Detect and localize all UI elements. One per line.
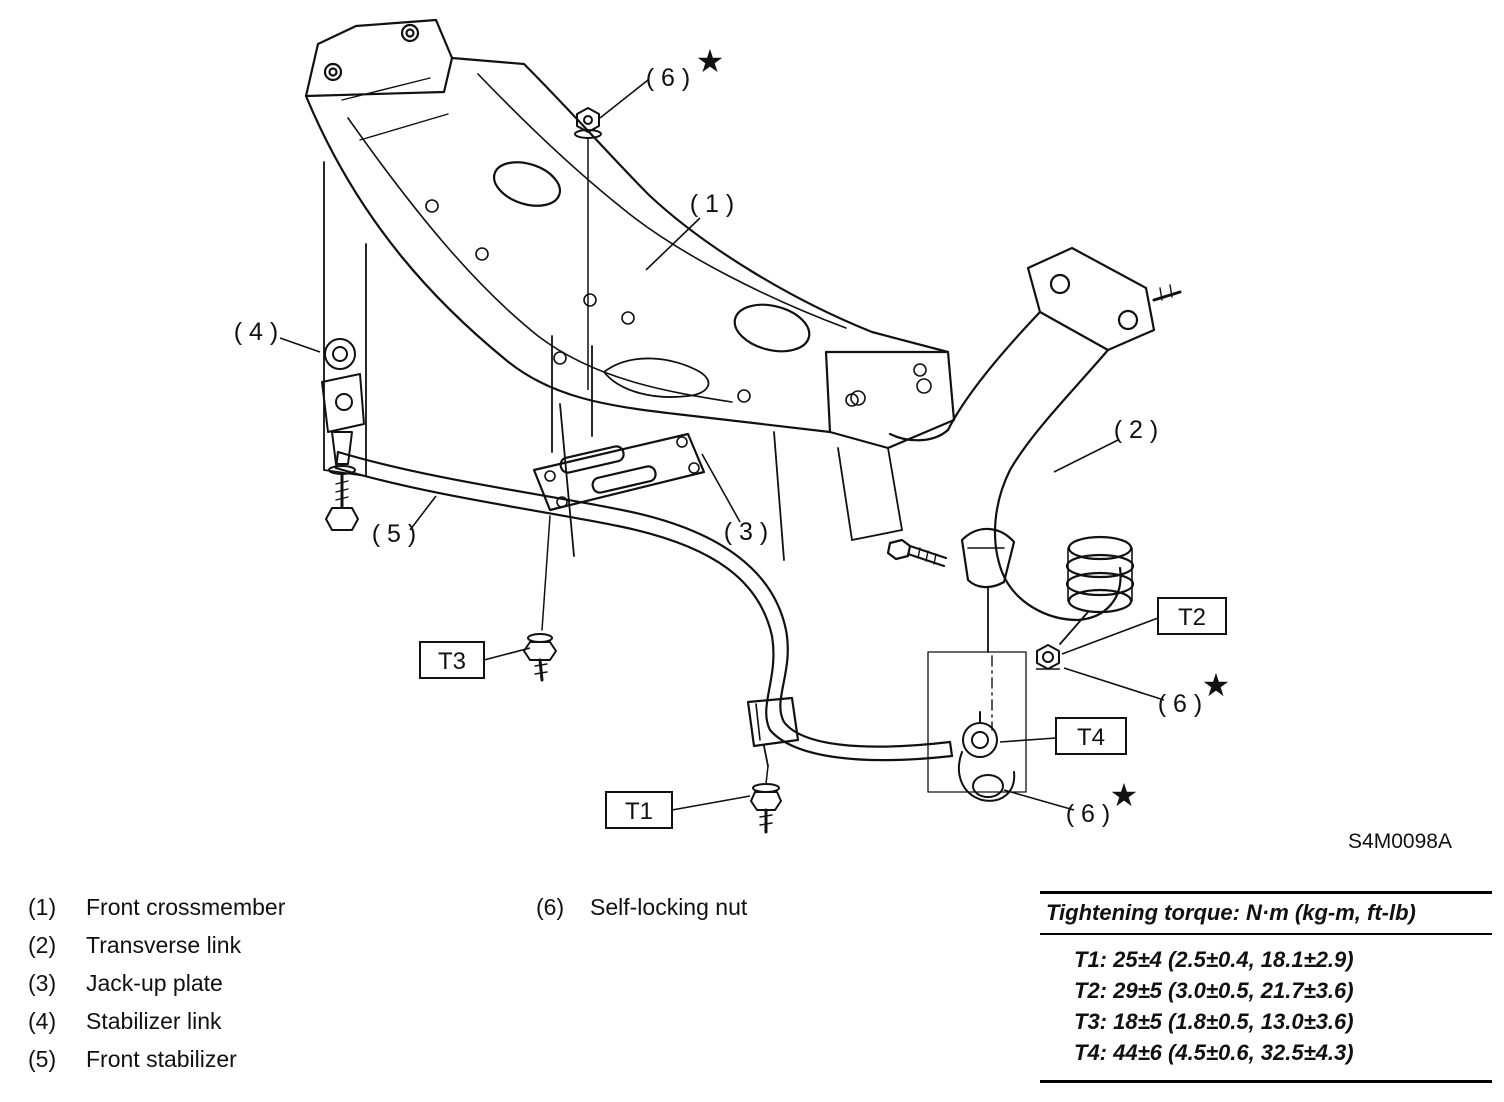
callout-5: ( 5 ) xyxy=(372,520,416,548)
figure-part-code: S4M0098A xyxy=(1348,830,1452,853)
front-crossmember-drawing xyxy=(304,18,956,561)
torque-table-rows: T1: 25±4 (2.5±0.4, 18.1±2.9) T2: 29±5 (3… xyxy=(1040,935,1492,1080)
self-locking-nut-drawing xyxy=(574,107,602,390)
callout-6-bottom: ( 6 ) xyxy=(1066,800,1110,828)
legend-item-label: Stabilizer link xyxy=(86,1008,222,1034)
legend-item: (6) Self-locking nut xyxy=(536,894,747,921)
legend-item-label: Transverse link xyxy=(86,932,242,958)
torque-tag-labels: T3 T2 T4 T1 xyxy=(438,604,1206,825)
transverse-link-drawing xyxy=(886,246,1182,653)
nut-t2-drawing xyxy=(1036,644,1060,670)
legend-item: (3) Jack-up plate xyxy=(28,970,285,997)
bolt-t1-drawing xyxy=(750,765,782,834)
callout-1: ( 1 ) xyxy=(690,190,734,218)
legend-item: (1) Front crossmember xyxy=(28,894,285,921)
torque-table-title: Tightening torque: N·m (kg-m, ft-lb) xyxy=(1040,894,1492,935)
star-icon: ★ xyxy=(1202,667,1231,703)
torque-tag-t3: T3 xyxy=(438,648,466,675)
star-icon: ★ xyxy=(696,43,725,79)
star-icon: ★ xyxy=(1110,777,1139,813)
torque-row-t4: T4: 44±6 (4.5±0.6, 32.5±4.3) xyxy=(1074,1040,1354,1065)
legend-item-number: (4) xyxy=(28,1008,57,1034)
torque-tag-t2: T2 xyxy=(1178,604,1206,631)
legend-item-label: Front crossmember xyxy=(86,894,286,920)
parts-legend: (1) Front crossmember (2) Transverse lin… xyxy=(28,894,285,1084)
callout-4: ( 4 ) xyxy=(234,318,278,346)
leader-lines xyxy=(279,79,1165,811)
legend-item: (2) Transverse link xyxy=(28,932,285,959)
torque-tag-t4: T4 xyxy=(1077,724,1105,751)
parts-legend-right: (6) Self-locking nut xyxy=(536,894,747,932)
legend-item-label: Self-locking nut xyxy=(590,894,748,920)
legend-item-number: (2) xyxy=(28,932,57,958)
stabilizer-link-t4-drawing xyxy=(927,651,1027,802)
legend-item: (5) Front stabilizer xyxy=(28,1046,285,1073)
stabilizer-link-drawing xyxy=(321,338,365,531)
bolt-t3-drawing xyxy=(523,515,557,682)
callout-3: ( 3 ) xyxy=(724,518,768,546)
legend-item-number: (5) xyxy=(28,1046,57,1072)
torque-tag-t1-box xyxy=(605,791,673,829)
torque-tag-t1: T1 xyxy=(625,798,653,825)
torque-row-t3: T3: 18±5 (1.8±0.5, 13.0±3.6) xyxy=(1074,1009,1354,1034)
front-stabilizer-drawing xyxy=(334,450,954,767)
callout-2: ( 2 ) xyxy=(1114,416,1158,444)
legend-item-label: Jack-up plate xyxy=(86,970,223,996)
torque-table: Tightening torque: N·m (kg-m, ft-lb) T1:… xyxy=(1040,891,1492,1083)
legend-item-number: (6) xyxy=(536,894,565,920)
legend-item-number: (1) xyxy=(28,894,57,920)
legend-item-label: Front stabilizer xyxy=(86,1046,237,1072)
callout-6-mid: ( 6 ) xyxy=(1158,690,1202,718)
callout-6-top: ( 6 ) xyxy=(646,64,690,92)
callout-labels: ( 6 ) ★ ( 1 ) ( 4 ) ( 2 ) ( 3 ) ( 5 ) ( … xyxy=(234,43,1452,853)
torque-row-t1: T1: 25±4 (2.5±0.4, 18.1±2.9) xyxy=(1074,947,1354,972)
torque-row-t2: T2: 29±5 (3.0±0.5, 21.7±3.6) xyxy=(1074,978,1354,1003)
legend-item-number: (3) xyxy=(28,970,57,996)
legend-item: (4) Stabilizer link xyxy=(28,1008,285,1035)
suspension-diagram: T3 T2 T4 T1 ( 6 ) ★ ( 1 ) ( 4 ) ( 2 ) ( … xyxy=(234,18,1452,853)
torque-tag-boxes xyxy=(419,597,1227,829)
torque-tag-t4-box xyxy=(1055,717,1127,755)
torque-tag-t3-box xyxy=(419,641,485,679)
torque-tag-t2-box xyxy=(1157,597,1227,635)
